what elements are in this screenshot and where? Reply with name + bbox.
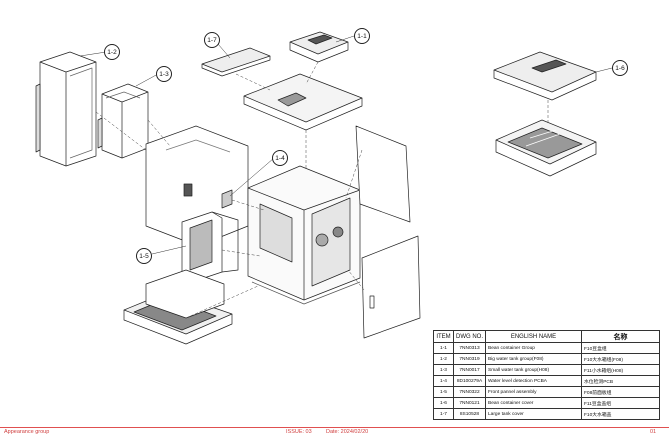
cell-dwg-no: 7NN0319 [453, 353, 486, 365]
cell-english-name: Big water tank group(F08) [485, 353, 582, 365]
footer-issue: ISSUE: 03 [286, 429, 312, 435]
bean-container-tray-part [495, 119, 597, 177]
top-lid-part [243, 73, 363, 131]
callout-1-4: 1-4 [272, 150, 288, 166]
table-header-row: ITEM DWG NO. ENGLISH NAME 名称 [433, 330, 660, 343]
cell-chinese-name: F10大水箱盖 [581, 408, 660, 420]
right-side-panel-part [355, 125, 411, 223]
header-item: ITEM [433, 330, 454, 343]
callout-1-5: 1-5 [136, 248, 152, 264]
table-row: 1-3 7NN0017 Small water tank group(H08) … [433, 364, 660, 376]
header-chinese-name: 名称 [581, 330, 660, 343]
parts-list-table: ITEM DWG NO. ENGLISH NAME 名称 1-1 7NN0313… [433, 330, 660, 420]
cell-chinese-name: 水位检测PCB [581, 375, 660, 387]
table-row: 1-4 8D100279A Water level detection PCBA… [433, 375, 660, 387]
table-row: 1-2 7NN0319 Big water tank group(F08) F1… [433, 353, 660, 365]
cell-item: 1-5 [433, 386, 454, 398]
cell-chinese-name: F11豆盒盖组 [581, 397, 660, 409]
cell-item: 1-1 [433, 342, 454, 354]
cell-item: 1-4 [433, 375, 454, 387]
cell-dwg-no: 7NN0313 [453, 342, 486, 354]
bean-container-cover-part [493, 51, 597, 101]
cell-dwg-no: 8D100279A [453, 375, 486, 387]
cell-english-name: Bean container cover [485, 397, 582, 409]
small-water-tank-part [97, 83, 149, 159]
callout-1-2: 1-2 [104, 44, 120, 60]
table-row: 1-1 7NN0313 Bean container Group F10豆盒组 [433, 342, 660, 354]
bean-container-part [289, 31, 349, 63]
cell-english-name: Front pannel assembly [485, 386, 582, 398]
callout-1-7: 1-7 [204, 32, 220, 48]
cell-english-name: Water level detection PCBA [485, 375, 582, 387]
side-door-part [361, 235, 421, 339]
cell-english-name: Large tank cover [485, 408, 582, 420]
table-row: 1-6 7NN0121 Bean container cover F11豆盒盖组 [433, 397, 660, 409]
footer-date: Date: 2024/02/20 [326, 429, 369, 435]
cell-chinese-name: F10豆盒组 [581, 342, 660, 354]
cell-item: 1-7 [433, 408, 454, 420]
rear-panel-part [145, 125, 249, 247]
callout-1-1: 1-1 [354, 28, 370, 44]
cell-english-name: Small water tank group(H08) [485, 364, 582, 376]
cell-english-name: Bean container Group [485, 342, 582, 354]
header-english-name: ENGLISH NAME [485, 330, 582, 343]
cell-chinese-name: F08前面板组 [581, 386, 660, 398]
front-panel-part [181, 211, 239, 283]
title-block-footer: Appearance group ISSUE: 03 Date: 2024/02… [0, 427, 669, 437]
cell-dwg-no: 7NN0017 [453, 364, 486, 376]
footer-group-label: Appearance group [4, 429, 50, 435]
cell-chinese-name: F10大水箱组(F08) [581, 353, 660, 365]
machine-body-part [247, 165, 361, 305]
water-level-pcb-part [221, 189, 233, 209]
cell-chinese-name: F11小水箱组(H08) [581, 364, 660, 376]
table-row: 1-7 8S10528 Large tank cover F10大水箱盖 [433, 408, 660, 420]
cell-dwg-no: 7NN0322 [453, 386, 486, 398]
cell-dwg-no: 8S10528 [453, 408, 486, 420]
drip-tray-part [123, 269, 233, 345]
callout-1-3: 1-3 [156, 66, 172, 82]
footer-page-number: 01 [650, 429, 657, 435]
cell-item: 1-3 [433, 364, 454, 376]
cell-item: 1-2 [433, 353, 454, 365]
large-tank-cover-part [201, 47, 271, 77]
cell-dwg-no: 7NN0121 [453, 397, 486, 409]
callout-1-6: 1-6 [612, 60, 628, 76]
header-dwg-no: DWG NO. [453, 330, 486, 343]
table-row: 1-5 7NN0322 Front pannel assembly F08前面板… [433, 386, 660, 398]
big-water-tank-part [35, 51, 97, 167]
cell-item: 1-6 [433, 397, 454, 409]
